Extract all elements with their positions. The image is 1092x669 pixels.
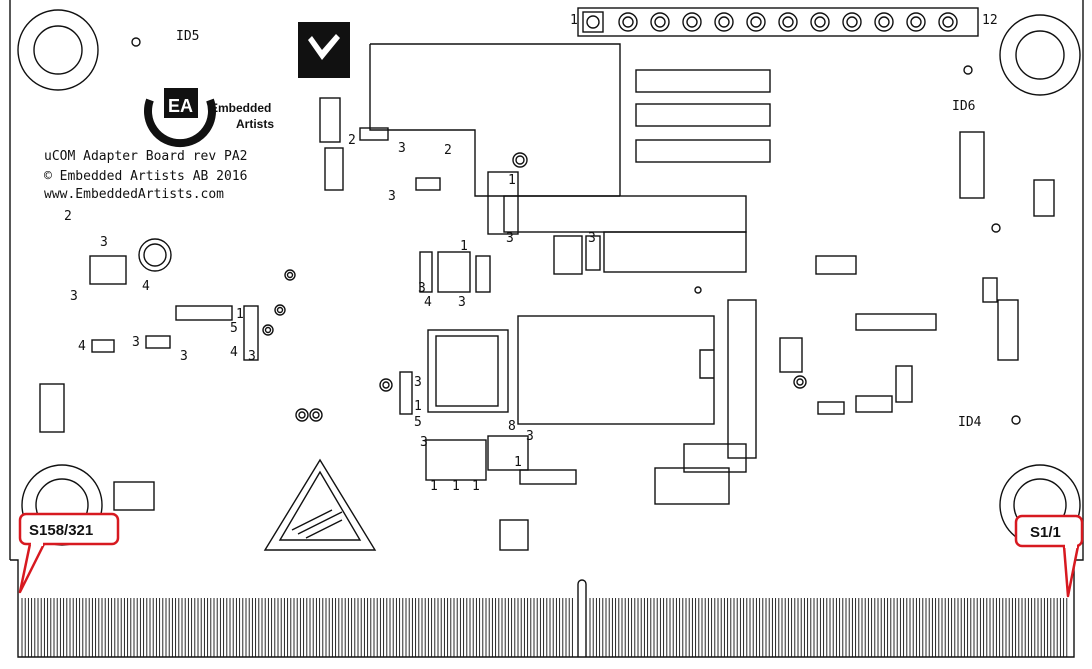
logo-word-2: Artists xyxy=(236,117,274,131)
pin-label: 3 xyxy=(420,435,428,450)
pin-label: 3 xyxy=(414,375,422,390)
header-pin-first: 1 xyxy=(570,13,578,28)
header-pin-last: 12 xyxy=(982,13,998,28)
board-name: uCOM Adapter Board rev PA2 xyxy=(44,149,248,164)
mounting-hole-top-right xyxy=(999,14,1081,96)
pin-label: 1 xyxy=(452,479,460,494)
copyright: © Embedded Artists AB 2016 xyxy=(44,169,248,184)
callout-right: S1/1 xyxy=(1014,514,1084,598)
pin-label: 8 xyxy=(508,419,516,434)
esd-warning-symbol xyxy=(263,458,377,551)
id4-label: ID4 xyxy=(958,415,982,430)
pin-label: 3 xyxy=(418,281,426,296)
pin-header-12 xyxy=(577,7,979,37)
id5-label: ID5 xyxy=(176,29,199,44)
main-ic xyxy=(517,286,715,425)
pin-label: 3 xyxy=(458,295,466,310)
pin-label: 2 xyxy=(444,143,452,158)
svg-text:EA: EA xyxy=(168,96,193,116)
callout-left: S158/321 xyxy=(18,512,120,594)
board-outline xyxy=(9,0,1084,658)
pin-label: 4 xyxy=(78,339,86,354)
logo-word-1: Embedded xyxy=(210,101,271,115)
pin-label: 3 xyxy=(70,289,78,304)
pin-label: 5 xyxy=(414,415,422,430)
pin-label: 1 xyxy=(514,455,522,470)
callout-left-label: S158/321 xyxy=(29,522,93,539)
pin-label: 1 xyxy=(472,479,480,494)
callout-right-label: S1/1 xyxy=(1030,524,1061,541)
pin-label: 2 xyxy=(64,209,72,224)
connector-block-center xyxy=(487,171,747,273)
pin-label: 3 xyxy=(388,189,396,204)
mounting-hole-top-left xyxy=(17,9,99,91)
pin-label: 4 xyxy=(230,345,238,360)
pin-label: 2 xyxy=(348,133,356,148)
pin-label: 1 xyxy=(460,239,468,254)
edge-connector-fingers xyxy=(21,598,1068,657)
pin-label: 3 xyxy=(248,349,256,364)
pin-label: 3 xyxy=(100,235,108,250)
pin-label: 1 xyxy=(508,173,516,188)
pin-label: 5 xyxy=(230,321,238,336)
resistor-array-top xyxy=(635,69,771,163)
pin-label: 3 xyxy=(506,231,514,246)
pin-label: 1 xyxy=(430,479,438,494)
logo-mark: EA Embedded Artists xyxy=(144,22,350,148)
qfn-chip xyxy=(427,329,509,413)
pin-label: 3 xyxy=(132,335,140,350)
pin-label: 4 xyxy=(142,279,150,294)
website: www.EmbeddedArtists.com xyxy=(44,187,224,202)
pin-label: 3 xyxy=(526,429,534,444)
pin-label: 1 xyxy=(236,307,244,322)
pin-label: 3 xyxy=(180,349,188,364)
pin-label: 4 xyxy=(424,295,432,310)
id6-label: ID6 xyxy=(952,99,975,114)
pin-label: 1 xyxy=(414,399,422,414)
pin-label: 3 xyxy=(588,231,596,246)
pin-label: 3 xyxy=(398,141,406,156)
